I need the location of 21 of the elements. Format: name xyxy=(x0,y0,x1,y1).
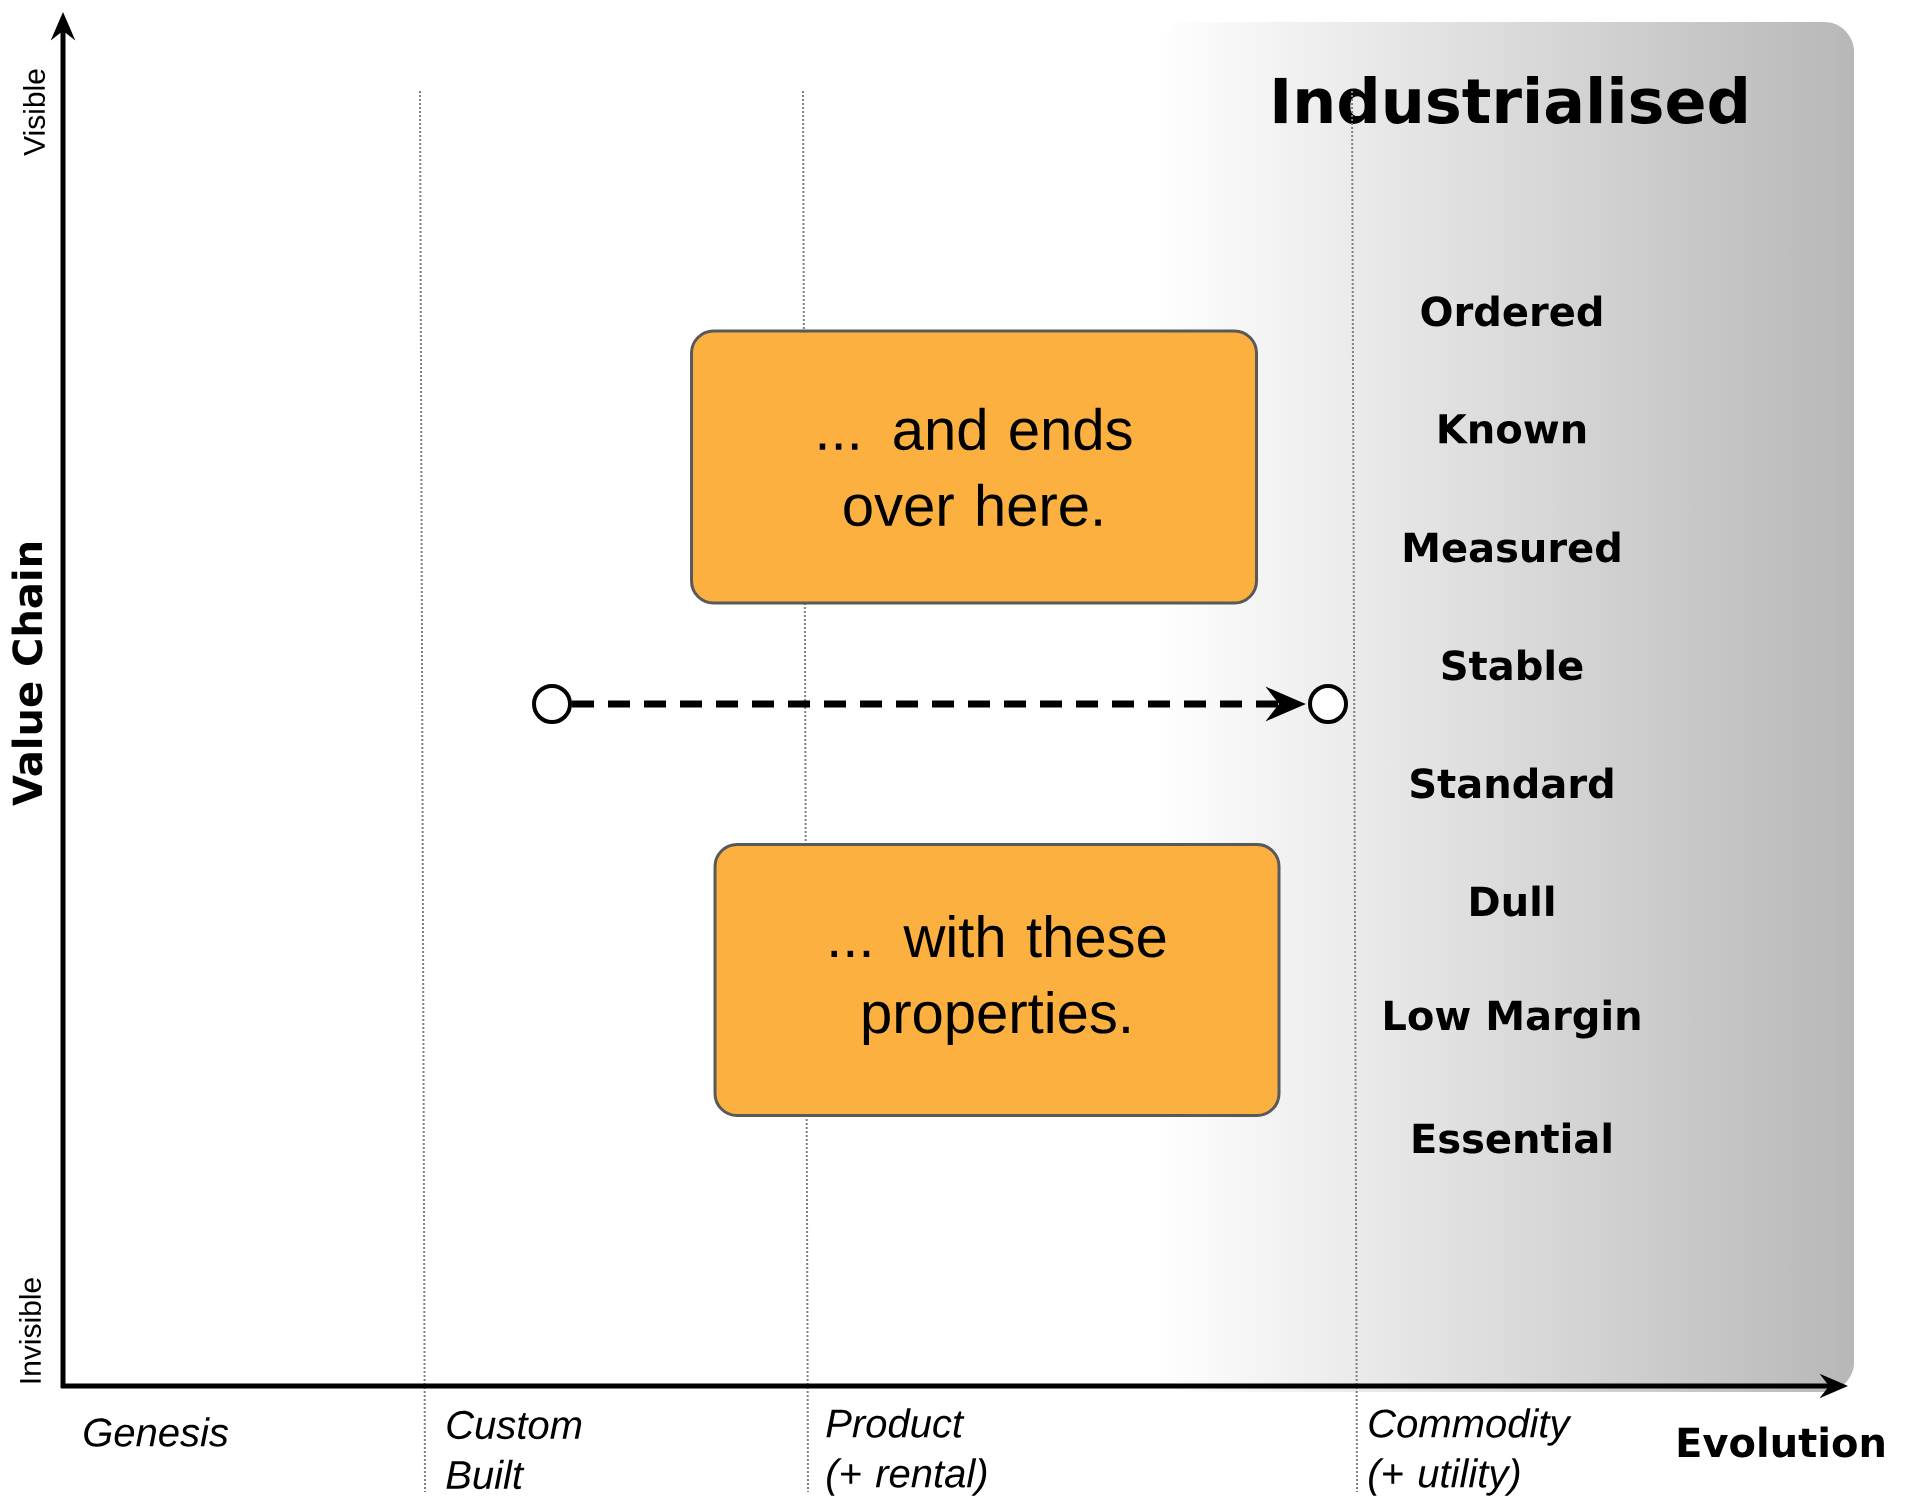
property-label: Stable xyxy=(1442,649,1583,681)
property-label: Known xyxy=(1439,414,1586,444)
panel-heading: Industrialised xyxy=(1274,76,1746,124)
circle-marker xyxy=(1308,684,1348,724)
axis-label: Visible xyxy=(23,69,46,156)
stage-label: Product (+ rental) xyxy=(826,1408,987,1496)
circle-marker xyxy=(532,684,572,724)
axis-title: Evolution xyxy=(1678,1426,1884,1458)
axis-title: Value Chain xyxy=(11,543,43,806)
property-label: Low Margin xyxy=(1385,999,1640,1039)
property-label: Essential xyxy=(1413,1122,1611,1154)
property-label: Standard xyxy=(1411,767,1613,799)
stage-label: Commodity (+ utility) xyxy=(1369,1408,1572,1496)
property-label: Ordered xyxy=(1421,295,1602,327)
property-label: Dull xyxy=(1471,885,1554,917)
property-label: Measured xyxy=(1404,531,1620,563)
rounded-box: ... and ends over here. xyxy=(690,329,1258,605)
stage-label: Custom Built xyxy=(446,1410,582,1490)
stage-label: Genesis xyxy=(84,1417,229,1447)
axis-label: Invisible xyxy=(19,1278,42,1383)
rounded-box: ... with these properties. xyxy=(713,843,1281,1117)
